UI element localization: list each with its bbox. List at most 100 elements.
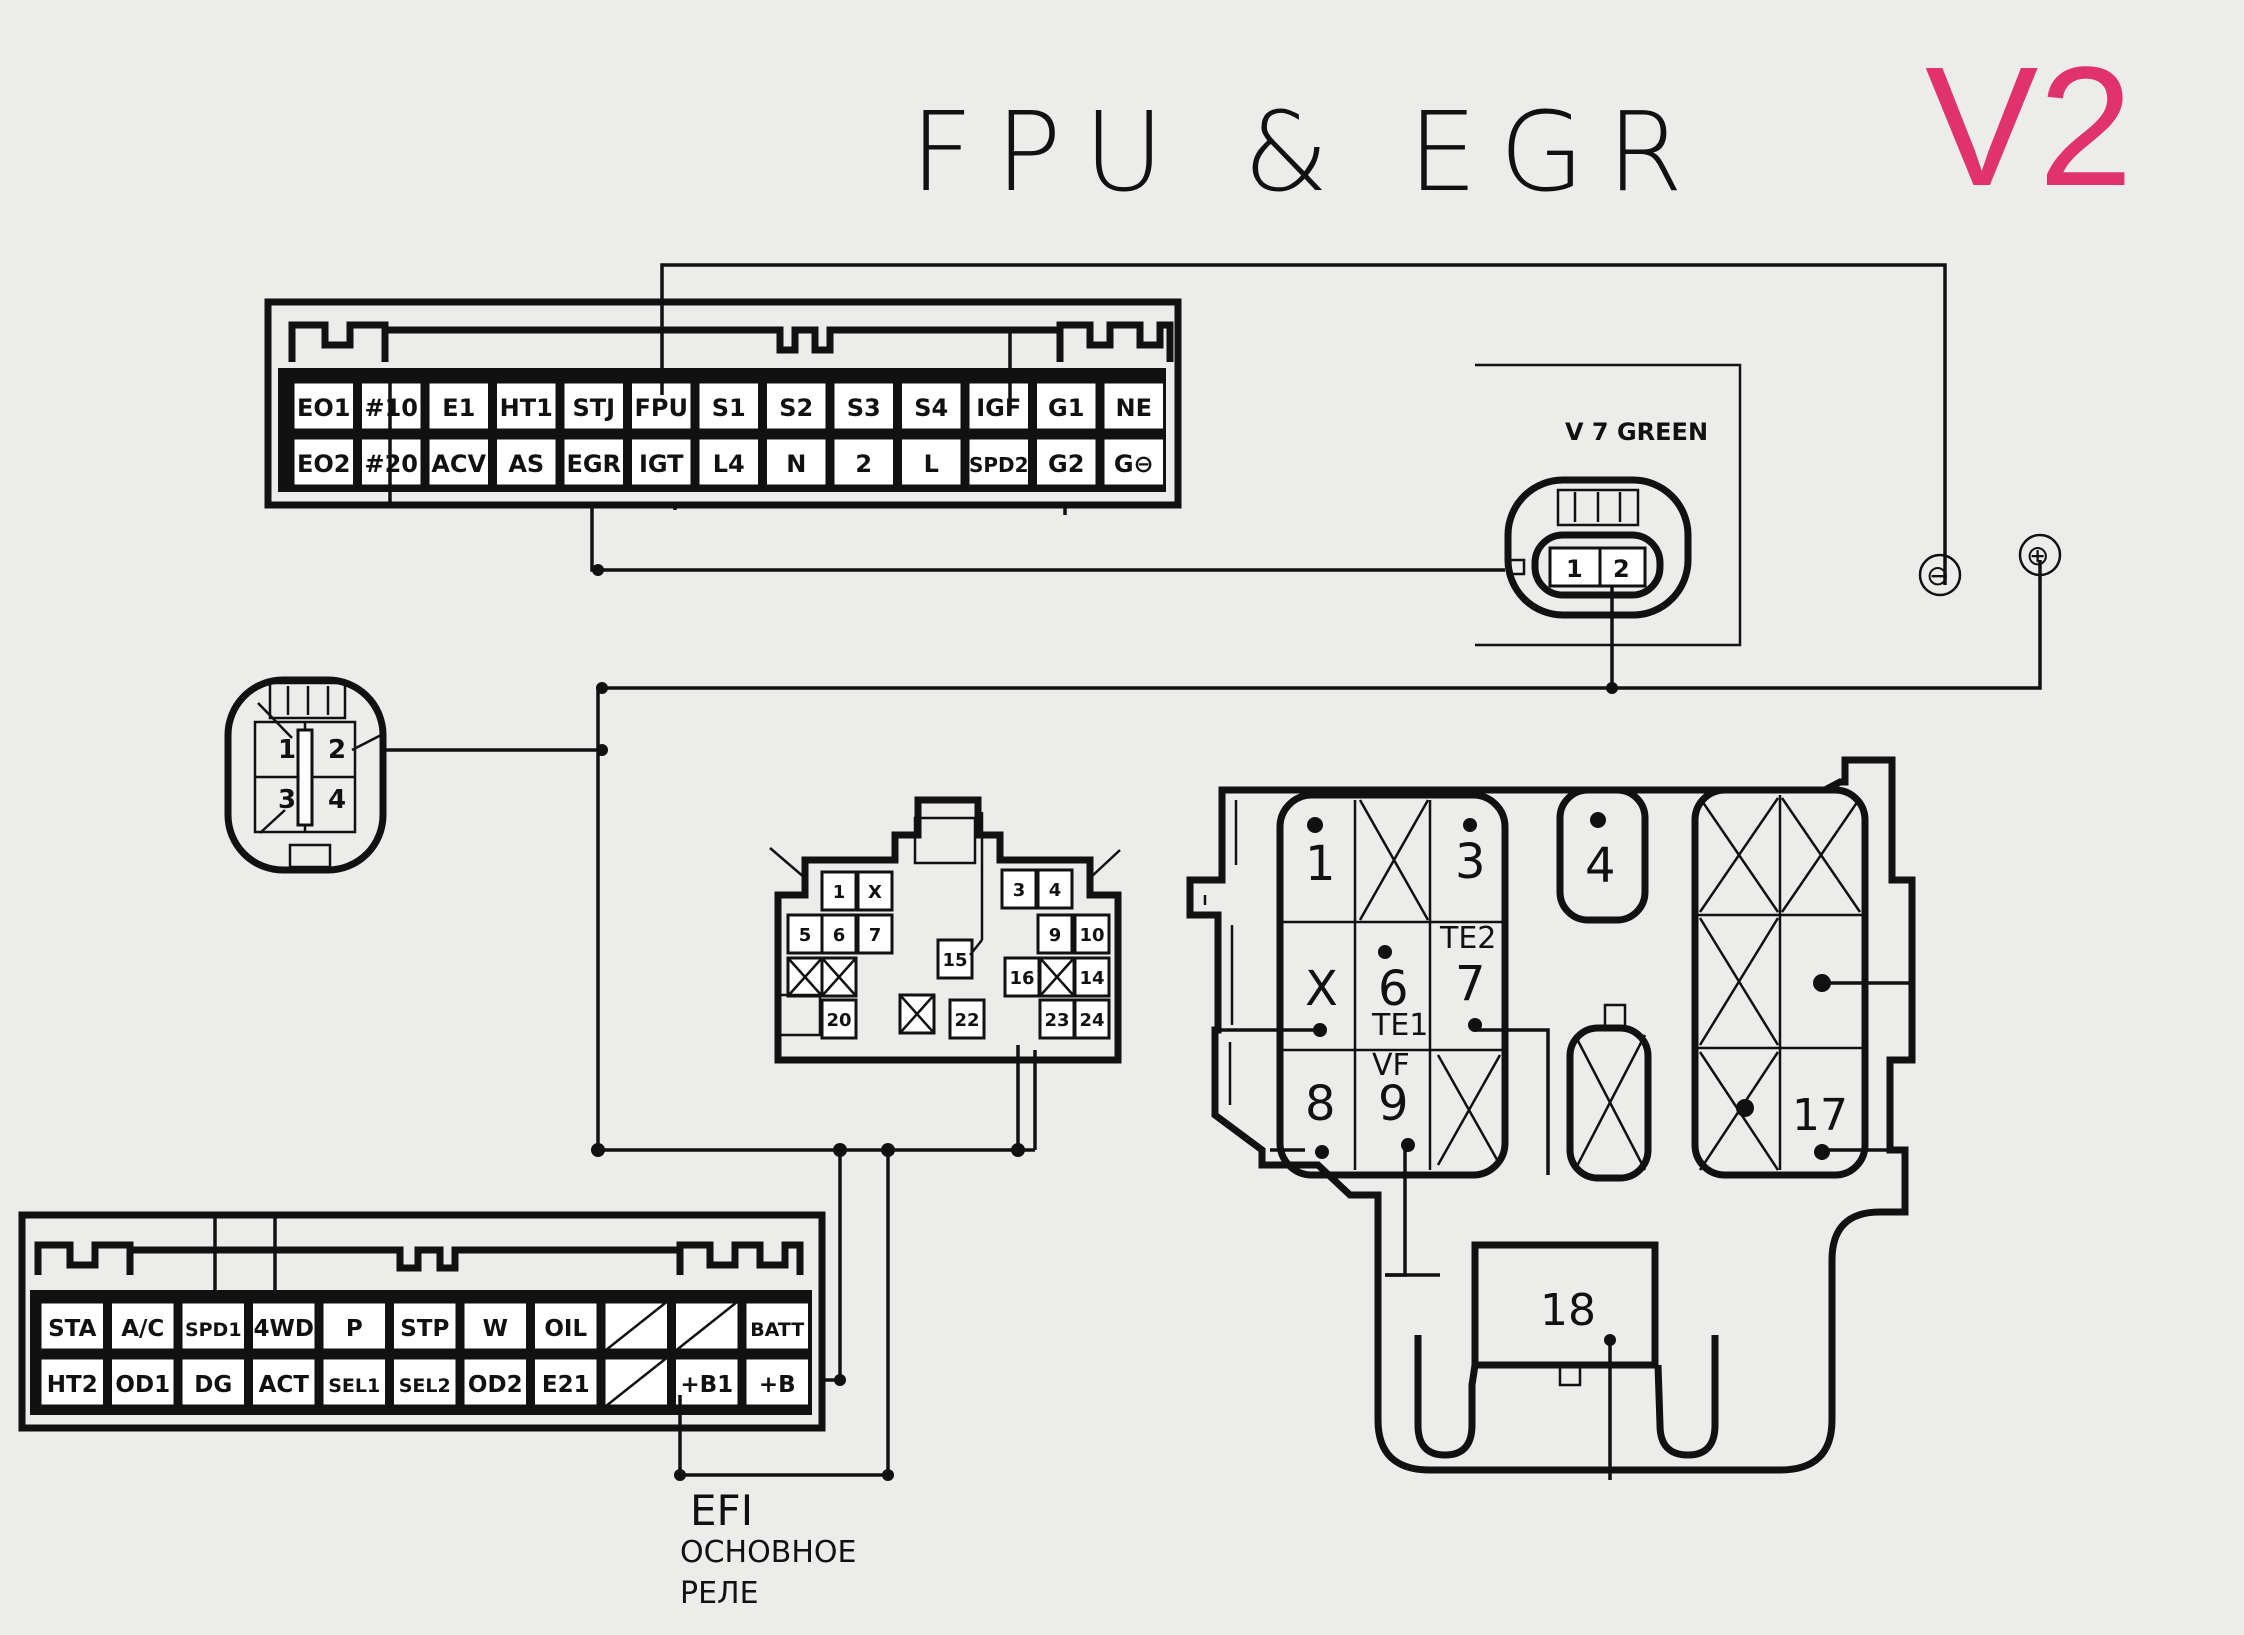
vsv-connector: V 7 GREEN 1 2 <box>1475 363 1742 647</box>
vsv-label: V 7 GREEN <box>1565 418 1708 446</box>
check-pin-cell <box>1036 913 1074 955</box>
ecu-a-pin-label: S3 <box>847 394 881 422</box>
junction-dots <box>591 564 1831 1481</box>
ecu-b-pin-cell <box>743 1300 811 1352</box>
ecu-a-pin-label: SPD2 <box>969 453 1029 477</box>
check-pin-label: 23 <box>1044 1010 1069 1031</box>
check-pin-label: 16 <box>1009 968 1034 989</box>
diag-pin-17: 17 <box>1792 1090 1848 1141</box>
sensor-pin-3: 3 <box>278 785 296 815</box>
cross-mark <box>1039 957 1075 997</box>
check-pin-label: 4 <box>1049 880 1062 901</box>
diag-label-te1: TE1 <box>1371 1008 1428 1043</box>
check-pin-cell <box>948 998 986 1040</box>
check-pin-cell <box>820 998 858 1040</box>
ecu-b-pin-label: STP <box>400 1316 449 1342</box>
ecu-a-pin-cell <box>831 436 896 488</box>
ecu-b-pin-cell <box>673 1356 741 1408</box>
ecu-a-pin-cell <box>494 380 559 432</box>
ecu-b-pin-label: OD1 <box>115 1372 170 1398</box>
check-pin-label: 5 <box>799 925 812 946</box>
ecu-b-pin-cell <box>461 1300 529 1352</box>
ecu-a-pin-label: S4 <box>914 394 948 422</box>
ecu-b-pin-cell <box>179 1356 247 1408</box>
ecu-b-pin-label: 4WD <box>254 1316 314 1342</box>
ecu-a-pin-cell <box>426 380 491 432</box>
cross-mark <box>787 957 823 997</box>
ecu-a-pin-cell <box>426 436 491 488</box>
vsv-pin-2: 2 <box>1613 555 1630 583</box>
sensor-connector: 1 2 3 4 <box>224 676 387 874</box>
ecu-b-pin-cell <box>320 1356 388 1408</box>
ecu-a-pin-cell <box>966 380 1031 432</box>
ecu-b-pin-label: OD2 <box>468 1372 523 1398</box>
diag-pin-8: 8 <box>1305 1076 1336 1132</box>
check-pin-label: X <box>868 882 882 903</box>
check-pin-label: 14 <box>1079 968 1104 989</box>
check-pin-label: 3 <box>1013 880 1026 901</box>
check-pin-cell <box>1038 998 1076 1040</box>
ecu-a-pin-cell <box>1101 436 1166 488</box>
ecu-a-pin-label: STJ <box>572 394 615 422</box>
diag-label-vf: VF <box>1372 1048 1410 1083</box>
sensor-pin-2: 2 <box>328 735 346 765</box>
ecu-b-blank-slash <box>605 1301 668 1351</box>
ecu-b-pin-cell <box>391 1356 459 1408</box>
diag-pin-9: 9 <box>1378 1076 1409 1132</box>
ecu-a-pin-cell <box>561 380 626 432</box>
version-mark: V2 <box>1925 32 2133 222</box>
ecu-a-pin-label: IGF <box>976 394 1021 422</box>
terminal-negative-icon: ⊖ <box>1926 559 1949 592</box>
ecu-a-pin-cell <box>764 436 829 488</box>
ecu-a-pin-label: IGT <box>639 450 684 478</box>
ecu-b-pin-cell <box>38 1300 106 1352</box>
ecu-a-pin-cell <box>764 380 829 432</box>
ecu-a-pin-cell <box>291 380 356 432</box>
efi-label-line2: ОСНОВНОЕ <box>680 1535 856 1570</box>
ecu-a-pin-label: FPU <box>635 394 688 422</box>
check-pin-label: 1 <box>833 882 846 903</box>
ecu-b-pin-label: +B1 <box>680 1372 733 1398</box>
ecu-a-pin-label: 2 <box>855 450 872 478</box>
ecu-b-pin-cell <box>109 1300 177 1352</box>
ecu-b-pin-label: W <box>483 1316 508 1342</box>
efi-relay-label: EFI ОСНОВНОЕ РЕЛЕ <box>680 1486 856 1611</box>
ecu-a-pin-cell <box>696 436 761 488</box>
ecu-a-pin-cell <box>1034 436 1099 488</box>
ecu-b-pin-label: HT2 <box>47 1372 98 1398</box>
check-pin-label: 7 <box>869 925 882 946</box>
ecu-b-pin-label: BATT <box>750 1319 804 1341</box>
diagnostic-box: 1 3 X 6 7 8 9 TE2 TE1 VF 4 17 18 <box>1186 756 1916 1474</box>
check-pin-label: 10 <box>1079 925 1104 946</box>
ecu-a-pin-label: G2 <box>1048 450 1084 478</box>
check-pin-cell <box>1073 913 1111 955</box>
ecu-a-pin-cell <box>291 436 356 488</box>
sensor-pin-4: 4 <box>328 785 346 815</box>
ecu-a-pin-label: AS <box>508 450 544 478</box>
ecu-b-pin-cell <box>179 1300 247 1352</box>
ecu-a-pin-cell <box>629 436 694 488</box>
efi-label-line3: РЕЛЕ <box>680 1576 759 1611</box>
ecu-b-pin-label: DG <box>194 1372 232 1398</box>
check-pin-cell <box>936 938 974 980</box>
check-blank-cell <box>778 993 822 1037</box>
check-pin-label: 24 <box>1079 1010 1104 1031</box>
check-pin-cell <box>820 870 858 912</box>
ecu-b-blank-slash <box>605 1357 668 1407</box>
diag-pin-7: 7 <box>1455 956 1486 1012</box>
ecu-b-pin-label: SPD1 <box>185 1319 242 1341</box>
diag-label-te2: TE2 <box>1439 921 1496 956</box>
check-pin-cell <box>1036 868 1074 910</box>
ecu-a-pin-label: L <box>924 450 939 478</box>
ecu-a-pin-cell <box>899 436 964 488</box>
ecu-a-pin-label: L4 <box>713 450 745 478</box>
ecu-b-pin-label: SEL1 <box>328 1375 380 1397</box>
ecu-a-pin-cell <box>561 436 626 488</box>
vsv-pin-1: 1 <box>1566 555 1583 583</box>
check-pin-label: 15 <box>942 950 967 971</box>
diag-pin-x: X <box>1305 961 1338 1017</box>
ecu-a-pin-label: E1 <box>442 394 475 422</box>
